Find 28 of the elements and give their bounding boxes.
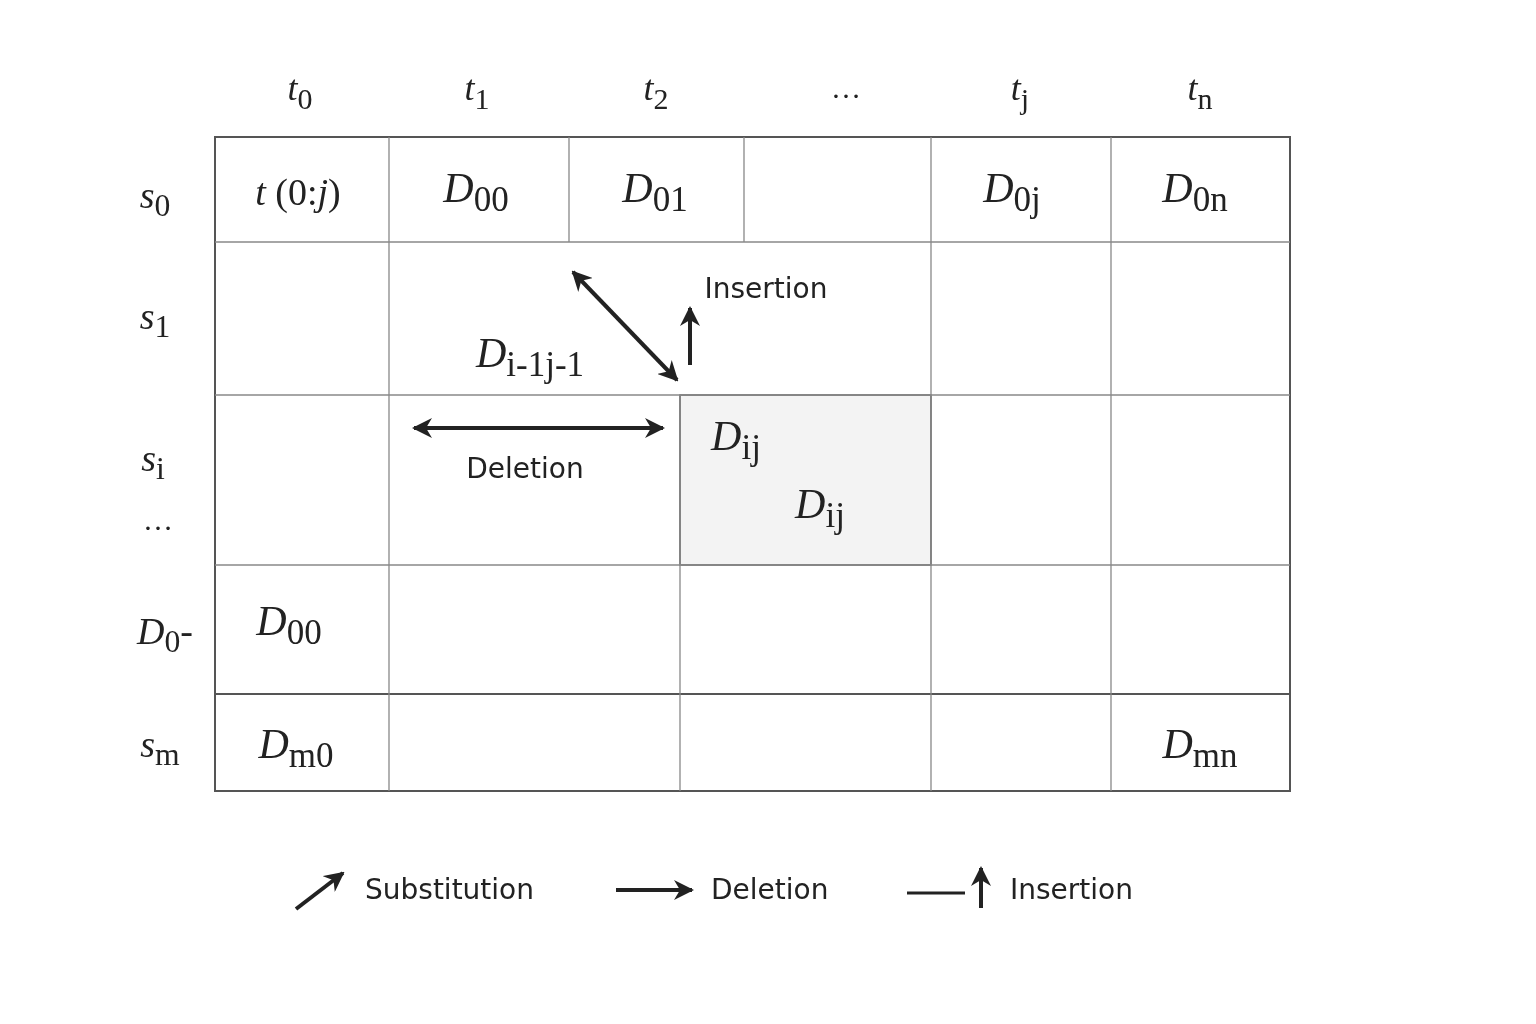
column-header: t$_{2}$ bbox=[643, 70, 669, 114]
cell-value: D$_{m0}$ bbox=[258, 722, 334, 774]
column-header: t$_{n}$ bbox=[1187, 70, 1213, 114]
legend-label: Substitution bbox=[365, 876, 534, 904]
ellipsis: … bbox=[143, 505, 173, 535]
column-header: t$_{1}$ bbox=[464, 70, 490, 114]
operation-label: Deletion bbox=[466, 455, 584, 483]
cell-value: t (0:j) bbox=[255, 173, 341, 211]
legend-label: Insertion bbox=[1010, 876, 1133, 904]
operation-label: Insertion bbox=[704, 275, 828, 303]
cell-value: D$_{00}$ bbox=[443, 166, 509, 218]
row-header: s$_{0}$ bbox=[139, 175, 171, 223]
cell-value: D$_{mn}$ bbox=[1162, 722, 1238, 774]
ellipsis: … bbox=[831, 73, 861, 103]
cell-value: D$_{ij}$ bbox=[711, 414, 761, 466]
row-header: D$_{0}$- bbox=[137, 611, 193, 659]
row-header: s$_{i}$ bbox=[141, 438, 165, 486]
cell-value: D$_{ij}$ bbox=[795, 482, 845, 534]
cell-value: D$_{01}$ bbox=[622, 166, 688, 218]
column-header: t$_{0}$ bbox=[287, 70, 313, 114]
cell-value: D$_{0n}$ bbox=[1162, 166, 1228, 218]
row-header: s$_{m}$ bbox=[140, 724, 180, 772]
legend-label: Deletion bbox=[711, 876, 829, 904]
cell-value: D$_{i-1j-1}$ bbox=[475, 331, 585, 383]
cell-value: D$_{00}$ bbox=[256, 599, 322, 651]
row-header: s$_{1}$ bbox=[139, 296, 171, 344]
cell-value: D$_{0j}$ bbox=[983, 166, 1041, 218]
column-header: t$_{j}$ bbox=[1010, 70, 1030, 114]
